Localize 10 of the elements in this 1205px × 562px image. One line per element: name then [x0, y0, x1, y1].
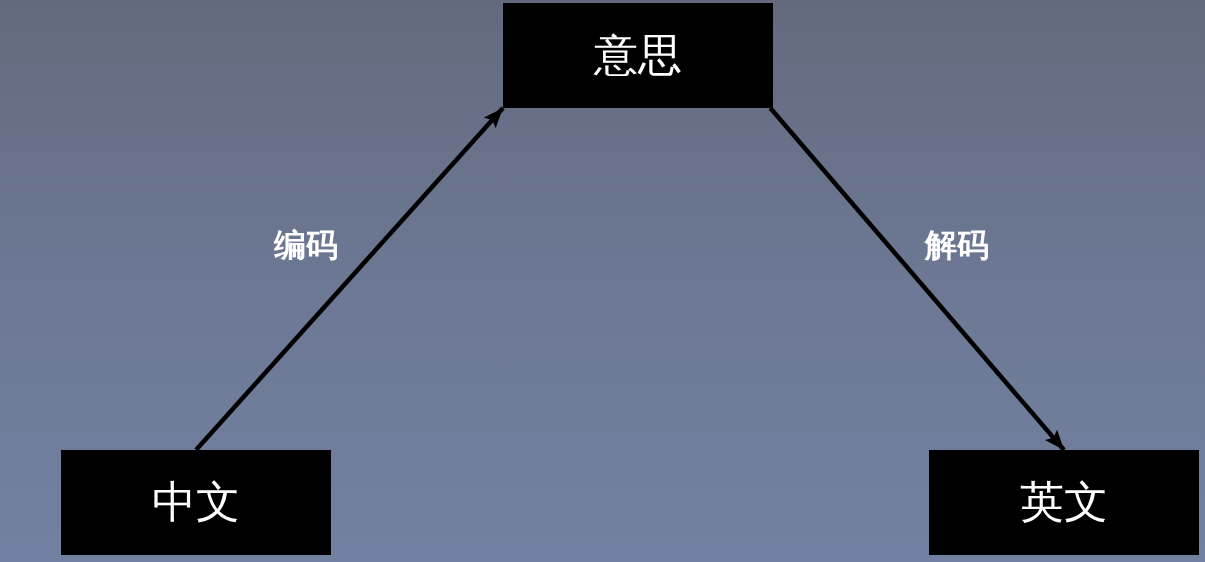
box-label: 中文 [152, 478, 240, 527]
box-label: 英文 [1020, 478, 1108, 527]
text-box [61, 450, 331, 555]
arrow [194, 106, 505, 452]
edge-label: 编码 [274, 228, 338, 264]
text-box [929, 450, 1199, 555]
text-box [503, 3, 773, 108]
edge-label: 解码 [925, 228, 989, 264]
arrow [768, 106, 1066, 452]
box-label: 意思 [594, 31, 682, 80]
